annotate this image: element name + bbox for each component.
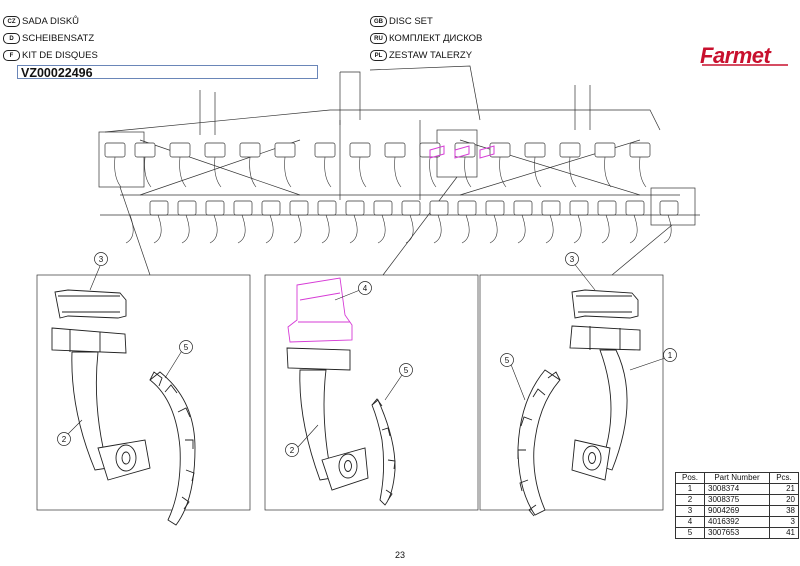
assembly-code: VZ00022496 <box>17 65 318 80</box>
lang-badge-d: D <box>3 33 20 44</box>
callout-right-5: 5 <box>505 356 510 365</box>
col-pcs: Pcs. <box>769 472 799 484</box>
title-text-pl: ZESTAW TALERZY <box>389 50 473 61</box>
title-f: F KIT DE DISQUES <box>3 50 98 61</box>
cell-pcs: 21 <box>769 483 799 495</box>
title-gb: GB DISC SET <box>370 16 433 27</box>
title-cz: CZ SADA DISKŮ <box>3 16 79 27</box>
cell-pos: 5 <box>675 527 705 539</box>
cell-pos: 3 <box>675 505 705 517</box>
callout-left-3: 3 <box>99 255 104 264</box>
callout-middle-4: 4 <box>363 284 368 293</box>
title-pl: PL ZESTAW TALERZY <box>370 50 472 61</box>
title-text-d: SCHEIBENSATZ <box>22 33 95 44</box>
lang-badge-cz: CZ <box>3 16 20 27</box>
col-pos: Pos. <box>675 472 705 484</box>
cell-pcs: 20 <box>769 494 799 506</box>
table-row: 3 9004269 38 <box>675 505 799 517</box>
cell-part: 3008375 <box>704 494 770 506</box>
callout-middle-5: 5 <box>404 366 409 375</box>
title-text-gb: DISC SET <box>389 16 433 27</box>
cell-pos: 4 <box>675 516 705 528</box>
cell-part: 3007653 <box>704 527 770 539</box>
callout-left-2: 2 <box>62 435 67 444</box>
table-row: 2 3008375 20 <box>675 494 799 506</box>
farmet-logo: Farmet <box>700 44 788 66</box>
cell-part: 9004269 <box>704 505 770 517</box>
title-ru: RU КОМПЛЕКТ ДИСКОВ <box>370 33 482 44</box>
cell-pos: 2 <box>675 494 705 506</box>
cell-pcs: 41 <box>769 527 799 539</box>
lang-badge-pl: PL <box>370 50 387 61</box>
title-text-cz: SADA DISKŮ <box>22 16 80 27</box>
title-d: D SCHEIBENSATZ <box>3 33 94 44</box>
table-row: 4 4016392 3 <box>675 516 799 528</box>
lang-badge-gb: GB <box>370 16 387 27</box>
callout-circle <box>94 252 108 266</box>
lang-badge-ru: RU <box>370 33 387 44</box>
table-row: 5 3007653 41 <box>675 527 799 539</box>
svg-text:Farmet: Farmet <box>700 44 773 66</box>
col-part-number: Part Number <box>704 472 770 484</box>
callout-right-1: 1 <box>668 351 673 360</box>
parts-table-header: Pos. Part Number Pcs. <box>675 472 799 484</box>
title-text-f: KIT DE DISQUES <box>22 50 98 61</box>
cell-pcs: 38 <box>769 505 799 517</box>
cell-part: 3008374 <box>704 483 770 495</box>
title-text-ru: КОМПЛЕКТ ДИСКОВ <box>389 33 483 44</box>
cell-pos: 1 <box>675 483 705 495</box>
cell-pcs: 3 <box>769 516 799 528</box>
table-row: 1 3008374 21 <box>675 483 799 495</box>
callout-right-3: 3 <box>570 255 575 264</box>
page-number: 23 <box>394 550 405 560</box>
callout-left-5: 5 <box>184 343 189 352</box>
cell-part: 4016392 <box>704 516 770 528</box>
callout-middle-2: 2 <box>290 446 295 455</box>
lang-badge-f: F <box>3 50 20 61</box>
parts-table: Pos. Part Number Pcs. 1 3008374 21 2 300… <box>675 472 799 539</box>
